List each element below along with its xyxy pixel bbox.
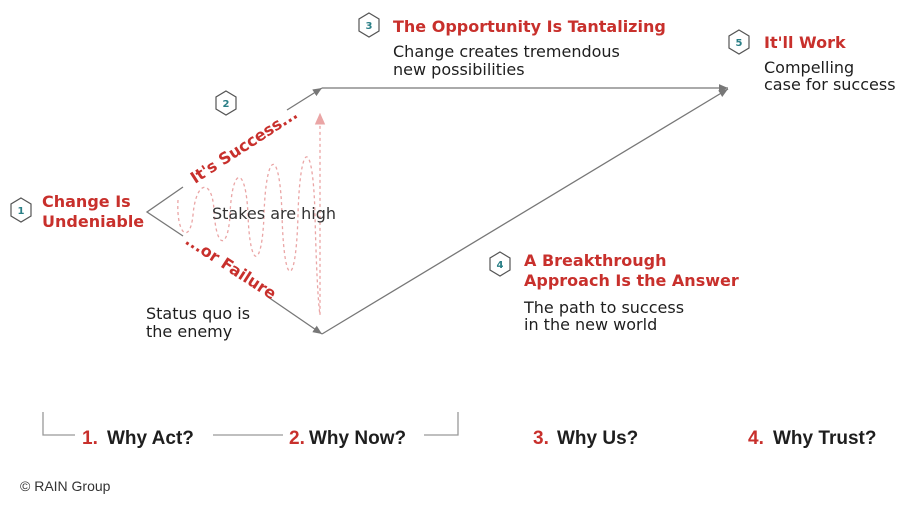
- stage-5-title: It'll Work: [764, 33, 846, 52]
- svg-text:Why Trust?: Why Trust?: [773, 428, 876, 449]
- bracket-right: [424, 412, 459, 436]
- branch-chevron: [145, 186, 184, 237]
- svg-text:2: 2: [223, 99, 230, 110]
- failure-arrow: [267, 296, 323, 335]
- stakes-note: Stakes are high: [212, 204, 336, 223]
- copyright-footer: © RAIN Group: [20, 478, 111, 494]
- question-4: 4. Why Trust?: [748, 428, 876, 449]
- success-label: It's Success...: [187, 104, 301, 187]
- svg-text:3: 3: [366, 21, 373, 32]
- svg-text:3.: 3.: [533, 428, 549, 449]
- question-1: 1. Why Act?: [82, 428, 194, 449]
- question-2: 2.Why Now?: [289, 428, 406, 449]
- svg-text:4: 4: [497, 260, 504, 271]
- success-arrow: [286, 87, 323, 111]
- hex-badge-1: 1: [10, 197, 32, 223]
- breakthrough-line: [321, 88, 729, 335]
- svg-text:Why Act?: Why Act?: [107, 428, 194, 449]
- svg-text:4.: 4.: [748, 428, 764, 449]
- hex-badge-3: 3: [358, 12, 380, 38]
- svg-text:5: 5: [736, 38, 743, 49]
- svg-text:2.: 2.: [289, 428, 305, 449]
- svg-text:Why Now?: Why Now?: [309, 428, 406, 449]
- hex-badge-5: 5: [728, 29, 750, 55]
- question-3: 3. Why Us?: [533, 428, 638, 449]
- svg-text:1.: 1.: [82, 428, 98, 449]
- hex-badge-4: 4: [489, 251, 511, 277]
- bracket-left: [42, 412, 75, 436]
- svg-text:Why Us?: Why Us?: [557, 428, 638, 449]
- hex-badge-2: 2: [215, 90, 237, 116]
- svg-text:1: 1: [18, 206, 25, 217]
- failure-label: ...or Failure: [182, 230, 280, 303]
- stage-3-title: The Opportunity Is Tantalizing: [393, 17, 666, 36]
